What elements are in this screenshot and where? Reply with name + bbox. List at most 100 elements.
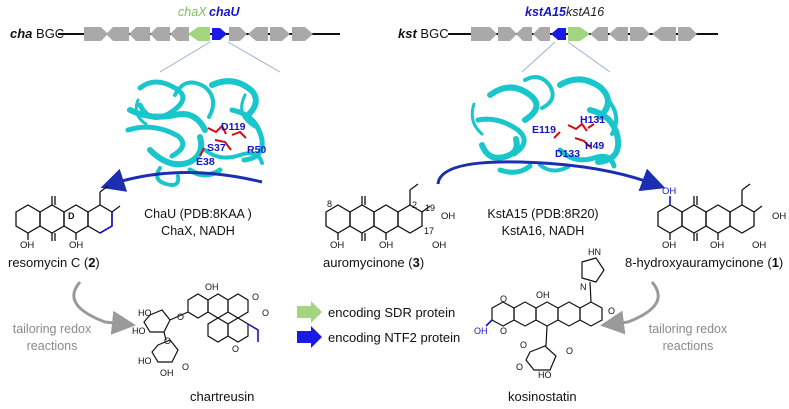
- kosinostatin-oh-highlight: [485, 319, 493, 327]
- chartreusin-atom-1: OH: [205, 282, 219, 292]
- hydroxy-oh-1: OH: [772, 211, 787, 222]
- right-tailoring-arrow: [600, 281, 660, 335]
- resomycin-name-close: ): [95, 255, 100, 270]
- ksta15-active-site: [553, 122, 595, 148]
- hydroxy-number: 1: [771, 255, 779, 270]
- resomycin-ring-d-label: D: [68, 211, 75, 221]
- chartreusin-atom-3: O: [177, 312, 185, 322]
- resomycin-number: 2: [88, 255, 96, 270]
- chaX-gene-arrow: [188, 27, 210, 41]
- gene-arrow: [150, 27, 170, 41]
- auromycinone-name: auromycinone (3): [323, 255, 424, 270]
- chax-gene-label: chaX: [178, 5, 207, 19]
- chau-active-site: [199, 124, 247, 157]
- resomycin-d-ring-highlight: [99, 212, 113, 234]
- chartreusin-atom-8: O: [232, 344, 240, 354]
- gene-arrow: [106, 27, 129, 41]
- ksta15-gene-label: kstA15: [525, 5, 566, 19]
- chartreusin-atom-7: O: [262, 308, 270, 318]
- left-tailoring-label-line2: reactions: [26, 339, 78, 353]
- legend-sdr-arrow: [297, 301, 322, 323]
- auromycinone-structure: [325, 183, 431, 241]
- chartreusin-atom-5: O: [164, 336, 172, 346]
- gene-arrow: [678, 27, 697, 41]
- kosinostatin-atom-2: N: [580, 282, 587, 292]
- auromycinone-atom-19: 19: [425, 203, 436, 213]
- auromycinone-oh-3: OH: [330, 240, 345, 251]
- kosinostatin-name: kosinostatin: [508, 389, 577, 404]
- gene-arrow: [84, 27, 108, 41]
- chau-residue-d119: D119: [221, 121, 246, 133]
- cha-bgc-title-rest: BGC: [32, 26, 65, 41]
- chau-protein-name: ChaU (PDB:8KAA ): [144, 207, 252, 221]
- kst-gene-cluster: [448, 27, 718, 73]
- chartreusin-atom-6: O: [252, 292, 260, 302]
- auromycinone-atom-17: 17: [424, 226, 435, 236]
- auromycinone-oh-4: OH: [379, 240, 394, 251]
- hydroxy-oh-2: OH: [662, 240, 677, 251]
- chartreusin-atom-2: HO: [138, 308, 152, 318]
- left-tailoring-arrow: [72, 281, 136, 335]
- gene-arrow: [229, 27, 247, 41]
- gene-arrow: [609, 27, 628, 41]
- chartreusin-ring-highlight: [247, 323, 259, 342]
- kosinostatin-atom-6: O: [500, 326, 508, 336]
- kst-bgc-title: kst BGC: [398, 26, 449, 41]
- chartreusin-atom-9: HO: [138, 356, 152, 366]
- kosinostatin-atom-8: O: [520, 340, 528, 350]
- gene-arrow: [270, 27, 290, 41]
- chartreusin-structure: [143, 293, 249, 363]
- left-tailoring-label-line1: tailoring redox: [12, 322, 92, 336]
- right-tailoring-label-line2: reactions: [662, 339, 714, 353]
- hydroxy-oh-4: OH: [752, 240, 767, 251]
- ksta15-residue-e119: E119: [532, 124, 556, 136]
- chau-protein-structure: [125, 78, 265, 187]
- auromycinone-atom-8: 8: [327, 199, 333, 209]
- kosinostatin-structure: [491, 257, 605, 371]
- gene-arrow: [471, 27, 497, 41]
- cha-bgc-title: cha BGC: [10, 26, 64, 41]
- chau-residue-r50: R50: [247, 144, 267, 156]
- gene-arrow: [590, 27, 608, 41]
- left-conversion-arrow: [100, 168, 263, 192]
- kosinostatin-atom-9: O: [566, 346, 574, 356]
- gene-arrow: [170, 27, 189, 41]
- auromycinone-atom-2: 2: [412, 200, 418, 210]
- kosinostatin-atom-4: O: [500, 294, 508, 304]
- kosinostatin-atom-11: O: [516, 362, 524, 372]
- right-conversion-arrow: [436, 160, 666, 192]
- gene-arrow: [630, 27, 650, 41]
- kstA15-gene-arrow: [551, 28, 566, 40]
- ksta15-residue-h131: H131: [580, 114, 606, 126]
- auromycinone-number: 3: [412, 255, 420, 270]
- chaU-gene-arrow: [212, 28, 227, 40]
- ksta15-protein-structure: [470, 75, 622, 175]
- legend-sdr-label: encoding SDR protein: [328, 305, 456, 320]
- hydroxy-oh-8: OH: [662, 186, 677, 197]
- auromycinone-oh-1: OH: [441, 211, 456, 222]
- ksta15-residue-d133: D133: [555, 148, 581, 160]
- chau-gene-label: chaU: [209, 5, 240, 19]
- ksta15-protein-name: KstA15 (PDB:8R20): [487, 207, 599, 221]
- kosinostatin-atom-1: HN: [588, 247, 601, 257]
- ksta15-cofactors: KstA16, NADH: [501, 224, 585, 238]
- chartreusin-atom-11: OH: [160, 368, 174, 378]
- kosinostatin-atom-3: OH: [536, 290, 550, 300]
- ksta15-residue-h49: H49: [585, 140, 605, 152]
- chau-residue-s37: S37: [207, 142, 226, 154]
- gene-arrow: [129, 27, 150, 41]
- gene-arrow: [248, 27, 268, 41]
- chau-residue-e38: E38: [196, 156, 215, 168]
- chartreusin-name: chartreusin: [190, 389, 255, 404]
- gene-arrow: [652, 27, 676, 41]
- gene-arrow: [533, 27, 550, 41]
- auromycinone-name-text: auromycinone (: [323, 255, 413, 270]
- kst-bgc-title-rest: BGC: [416, 26, 449, 41]
- hydroxy-name-text: 8-hydroxyauramycinone (: [625, 255, 772, 270]
- gene-arrow: [292, 27, 313, 41]
- kosinostatin-atom-10: HO: [538, 370, 552, 380]
- hydroxy-oh-3: OH: [710, 240, 725, 251]
- legend-ntf2-label: encoding NTF2 protein: [328, 330, 461, 345]
- resomycin-name-text: resomycin C (: [8, 255, 89, 270]
